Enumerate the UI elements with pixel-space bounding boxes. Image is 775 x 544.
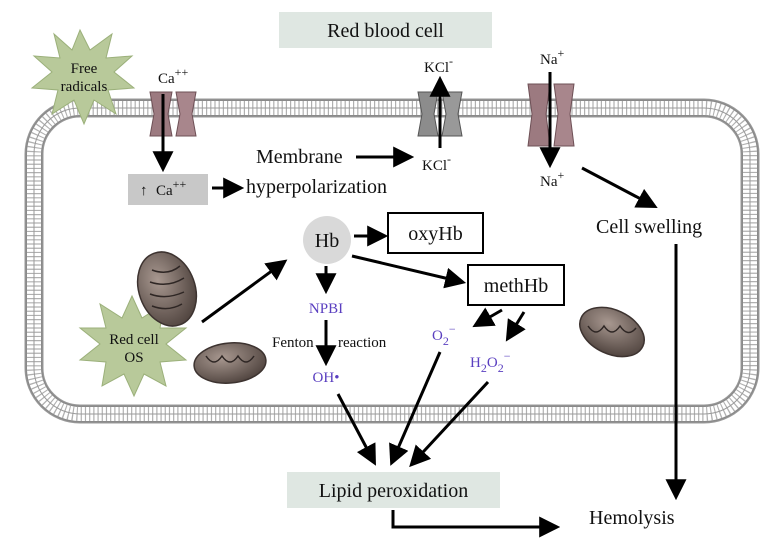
kcl-channel: KCl- KCl- — [417, 54, 463, 174]
ca-increase-arrow-glyph: ↑ — [140, 183, 148, 199]
title-text: Red blood cell — [327, 20, 444, 42]
npbi-label: NPBI — [309, 301, 343, 317]
h2o2-label: H2O2− — [470, 349, 511, 375]
hemolysis-label: Hemolysis — [589, 507, 675, 529]
hb-to-methhb-arrow — [351, 254, 467, 289]
red-cell-os-label-line1: Red cell — [109, 332, 159, 348]
free-radicals-star: Free radicals — [30, 28, 136, 126]
na-top-label: Na+ — [540, 46, 565, 68]
hb-label: Hb — [315, 230, 339, 252]
h2o2-to-lipid-arrow — [409, 380, 490, 468]
na-bottom-label: Na+ — [540, 168, 565, 190]
o2-to-lipid-arrow — [389, 351, 442, 466]
cell-swelling-label: Cell swelling — [596, 216, 702, 238]
ca-channel: Ca++ — [149, 65, 197, 137]
fenton-label: Fenton — [272, 335, 314, 351]
reaction-label: reaction — [338, 335, 387, 351]
oh-to-lipid-arrow — [336, 393, 376, 466]
na-to-swelling-arrow — [581, 166, 658, 208]
mitochondrion-upper-left — [136, 251, 198, 327]
methhb-label: methHb — [484, 275, 548, 297]
title-box: Red blood cell — [279, 12, 492, 48]
os-to-hb-arrow — [201, 259, 288, 324]
mitochondrion-right — [579, 306, 645, 358]
methhb-to-h2o2-arrow — [505, 311, 526, 342]
membrane-label-line2: hyperpolarization — [246, 176, 387, 198]
free-radicals-label-line1: Free — [71, 61, 98, 77]
mitochondrion-lower — [193, 342, 267, 384]
kcl-bottom-label: KCl- — [422, 152, 451, 174]
membrane-label-line1: Membrane — [256, 146, 343, 168]
ca-increase-box: ↑ Ca++ — [128, 174, 208, 205]
oh-label: OH• — [313, 370, 340, 386]
methhb-box: methHb — [467, 264, 565, 306]
methhb-to-o2-arrow — [472, 307, 503, 328]
lipid-to-hemolysis-arrow — [391, 510, 561, 538]
oxyhb-label: oxyHb — [408, 223, 462, 245]
ca-channel-label: Ca++ — [158, 65, 188, 87]
o2-label: O2− — [432, 322, 456, 348]
lipid-peroxidation-label: Lipid peroxidation — [319, 480, 468, 502]
lipid-peroxidation-box: Lipid peroxidation — [287, 472, 500, 508]
hb-node: Hb — [303, 216, 351, 264]
free-radicals-label-line2: radicals — [61, 79, 108, 95]
kcl-top-label: KCl- — [424, 54, 453, 76]
ca-increase-label: Ca++ — [156, 177, 186, 199]
oxyhb-box: oxyHb — [387, 212, 484, 254]
red-cell-os-label-line2: OS — [124, 350, 143, 366]
cell-membrane — [24, 98, 760, 424]
